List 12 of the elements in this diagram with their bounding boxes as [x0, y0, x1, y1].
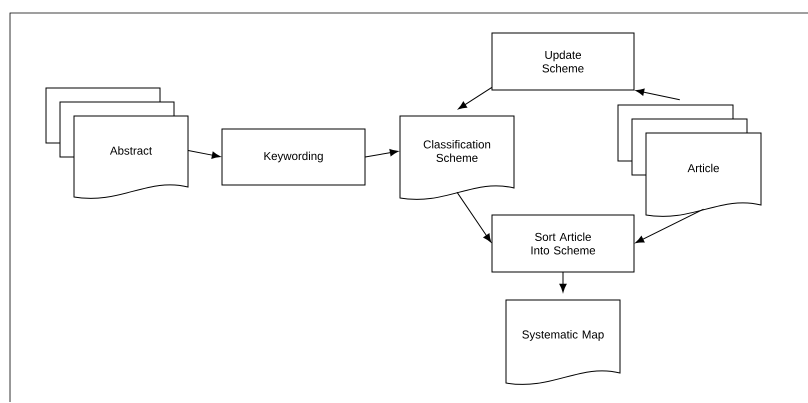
- arrow: [636, 88, 680, 100]
- arrow: [188, 150, 220, 159]
- arrow: [364, 149, 398, 158]
- arrow: [456, 192, 492, 242]
- arrow: [458, 86, 492, 110]
- document-stack: Article: [618, 104, 762, 217]
- process-box: Update Scheme: [492, 32, 634, 90]
- arrow: [559, 272, 567, 292]
- process-box: Keywording: [222, 128, 366, 186]
- arrow: [635, 208, 704, 244]
- document-stack: Abstract: [46, 88, 188, 199]
- process-box: Sort Article Into Scheme: [492, 214, 634, 272]
